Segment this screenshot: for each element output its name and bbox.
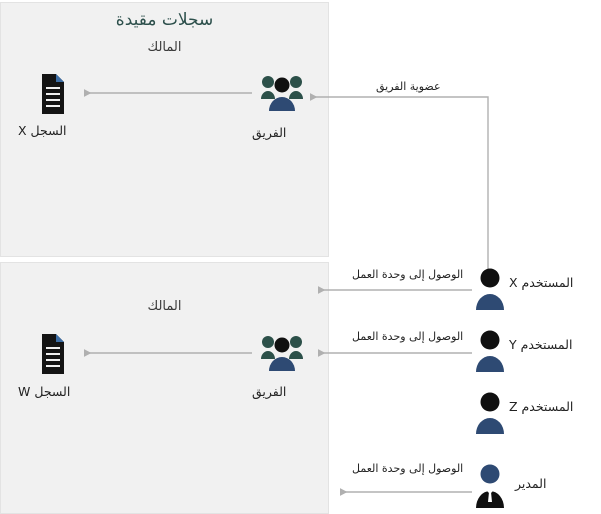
- edge-label-access-user-y: الوصول إلى وحدة العمل: [352, 330, 464, 343]
- edge-label-access-manager: الوصول إلى وحدة العمل: [352, 462, 464, 475]
- manager-label: المدير: [515, 476, 547, 491]
- record-w-label: السجل W: [18, 384, 71, 399]
- team-icon: [261, 76, 303, 111]
- panel-restricted-records: [0, 2, 329, 257]
- panel-restricted-title: سجلات مقيدة: [115, 10, 214, 30]
- panel-restricted-owner-label: المالك: [147, 40, 182, 55]
- user-x-label: المستخدم X: [509, 275, 574, 290]
- user-z-label: المستخدم Z: [509, 399, 574, 414]
- panel-owner-owner-label: المالك: [147, 299, 182, 314]
- team-top-label: الفريق: [252, 125, 287, 140]
- document-icon: [42, 334, 64, 374]
- panel-owner-records: [0, 262, 329, 514]
- team-icon: [261, 336, 303, 371]
- person-icon: [476, 330, 504, 372]
- connector-user-x-to-team-membership: [310, 93, 489, 272]
- user-y-label: المستخدم Y: [509, 337, 573, 352]
- edge-label-access-user-x: الوصول إلى وحدة العمل: [352, 268, 464, 281]
- manager-icon: [476, 464, 504, 508]
- document-icon: [42, 74, 64, 114]
- edge-label-team-membership: عضوية الفريق: [376, 80, 441, 93]
- record-x-label: السجل X: [18, 123, 67, 138]
- team-bottom-label: الفريق: [252, 384, 287, 399]
- person-icon: [476, 268, 504, 310]
- person-icon: [476, 392, 504, 434]
